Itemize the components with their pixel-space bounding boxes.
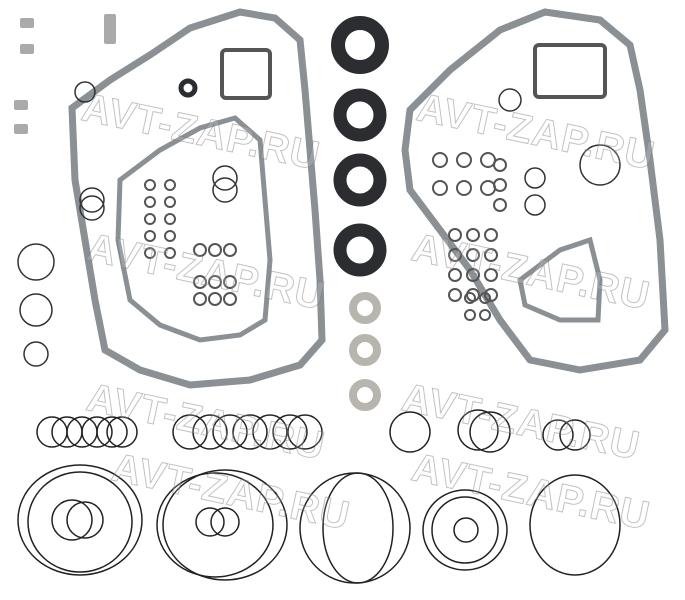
o-ring: [466, 248, 480, 262]
o-ring: [223, 292, 237, 306]
o-ring: [164, 179, 176, 191]
o-ring: [164, 196, 176, 208]
o-ring: [208, 292, 222, 306]
o-ring: [448, 268, 462, 282]
o-ring: [432, 180, 448, 196]
o-ring: [193, 243, 207, 257]
o-ring: [484, 268, 498, 282]
left-case-gasket: [68, 8, 326, 389]
right-case-gasket: [401, 8, 669, 374]
small-o-rings: [17, 81, 621, 367]
o-ring: [484, 228, 498, 242]
oil-seals: [178, 16, 389, 277]
tiny-o-ring-grid: [144, 152, 507, 321]
o-ring: [144, 196, 156, 208]
o-ring: [144, 213, 156, 225]
o-ring: [493, 198, 507, 212]
o-ring: [480, 152, 496, 168]
o-ring: [193, 275, 207, 289]
o-ring: [484, 288, 498, 302]
o-ring: [164, 213, 176, 225]
o-ring: [448, 248, 462, 262]
o-ring: [208, 243, 222, 257]
clips: [14, 14, 116, 134]
o-ring: [144, 247, 156, 259]
o-ring: [448, 288, 462, 302]
right-small-gasket: [517, 236, 603, 323]
right-valve-plate: [533, 43, 607, 99]
left-inner-gasket: [115, 115, 273, 343]
o-ring: [456, 152, 472, 168]
o-ring: [466, 268, 480, 282]
o-ring: [144, 230, 156, 242]
o-ring: [493, 178, 507, 192]
o-ring: [480, 180, 496, 196]
o-ring: [466, 228, 480, 242]
o-ring: [479, 292, 491, 304]
o-ring: [484, 248, 498, 262]
o-ring: [479, 309, 491, 321]
o-ring: [144, 179, 156, 191]
o-ring: [464, 309, 476, 321]
o-ring: [448, 228, 462, 242]
o-ring: [164, 230, 176, 242]
o-ring: [193, 292, 207, 306]
o-ring: [223, 275, 237, 289]
o-ring: [456, 180, 472, 196]
o-ring: [208, 275, 222, 289]
left-valve-plate: [220, 48, 272, 100]
o-ring: [223, 243, 237, 257]
bushings: [349, 292, 381, 411]
large-o-rings: [17, 409, 621, 584]
o-ring: [493, 158, 507, 172]
o-ring: [464, 292, 476, 304]
o-ring: [432, 152, 448, 168]
o-ring: [164, 247, 176, 259]
